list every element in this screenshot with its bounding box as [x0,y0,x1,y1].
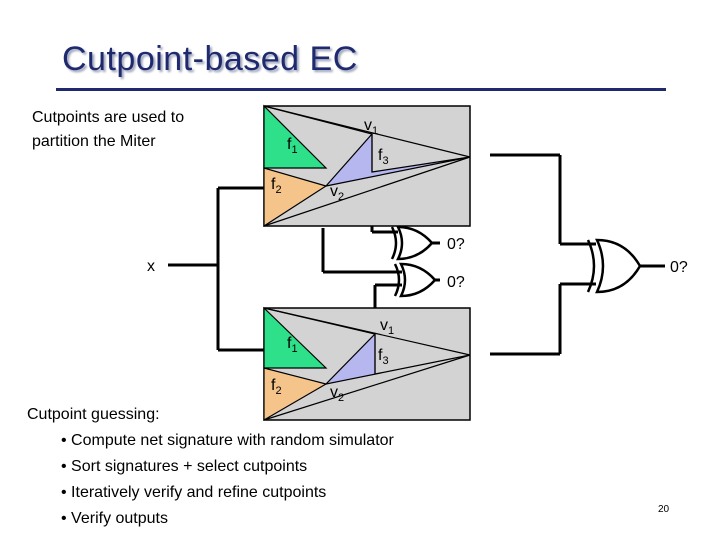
xor-gate-top [390,225,434,261]
lower-v1-label: v [380,317,388,334]
page-number: 20 [658,504,670,515]
svg-text:v1: v1 [380,317,394,337]
upper-v1-label: v [364,117,372,134]
final-output-label: 0? [670,259,688,276]
title-underline [56,88,666,91]
svg-text:f2: f2 [271,377,282,397]
xor-gate-final [586,238,642,294]
xor-mid-output-label: 0? [447,274,465,291]
svg-text:f2: f2 [271,176,282,196]
intro-text: Cutpoints are used to partition the Mite… [32,109,185,150]
svg-text:v2: v2 [330,384,344,404]
guessing-heading: Cutpoint guessing: [27,406,160,423]
svg-text:v1: v1 [364,117,378,137]
guessing-item: • Sort signatures + select cutpoints [61,458,308,475]
upper-f1-region [263,104,328,169]
upper-block: f1 f2 f3 v1 v2 [263,104,471,228]
guessing-item: • Verify outputs [61,510,168,527]
input-x-label: x [147,258,155,275]
upper-f2-label: f [271,176,276,193]
svg-text:f3: f3 [378,347,389,367]
cutpoint-guessing: Cutpoint guessing: • Compute net signatu… [27,402,394,532]
lower-f1-label: f [287,335,292,352]
guessing-item: • Iteratively verify and refine cutpoint… [61,484,327,501]
lower-f1-region [263,306,328,369]
upper-f1-label: f [287,136,292,153]
svg-text:v2: v2 [330,183,344,203]
lower-f3-label: f [378,347,383,364]
xor-gates [390,225,642,298]
svg-text:f3: f3 [378,147,389,167]
slide-title: Cutpoint-based EC [62,40,358,78]
svg-text:f1: f1 [287,136,298,156]
svg-text:f1: f1 [287,335,298,355]
lower-block: f1 f2 f3 v1 v2 [263,306,471,422]
upper-v2-label: v [330,183,338,200]
xor-top-output-label: 0? [447,236,465,253]
upper-f3-label: f [378,147,383,164]
xor-gate-mid [393,262,437,298]
lower-f2-label: f [271,377,276,394]
lower-f2-region [263,367,328,422]
upper-f2-region [263,167,328,228]
lower-v2-label: v [330,384,338,401]
guessing-item: • Compute net signature with random simu… [61,432,394,449]
